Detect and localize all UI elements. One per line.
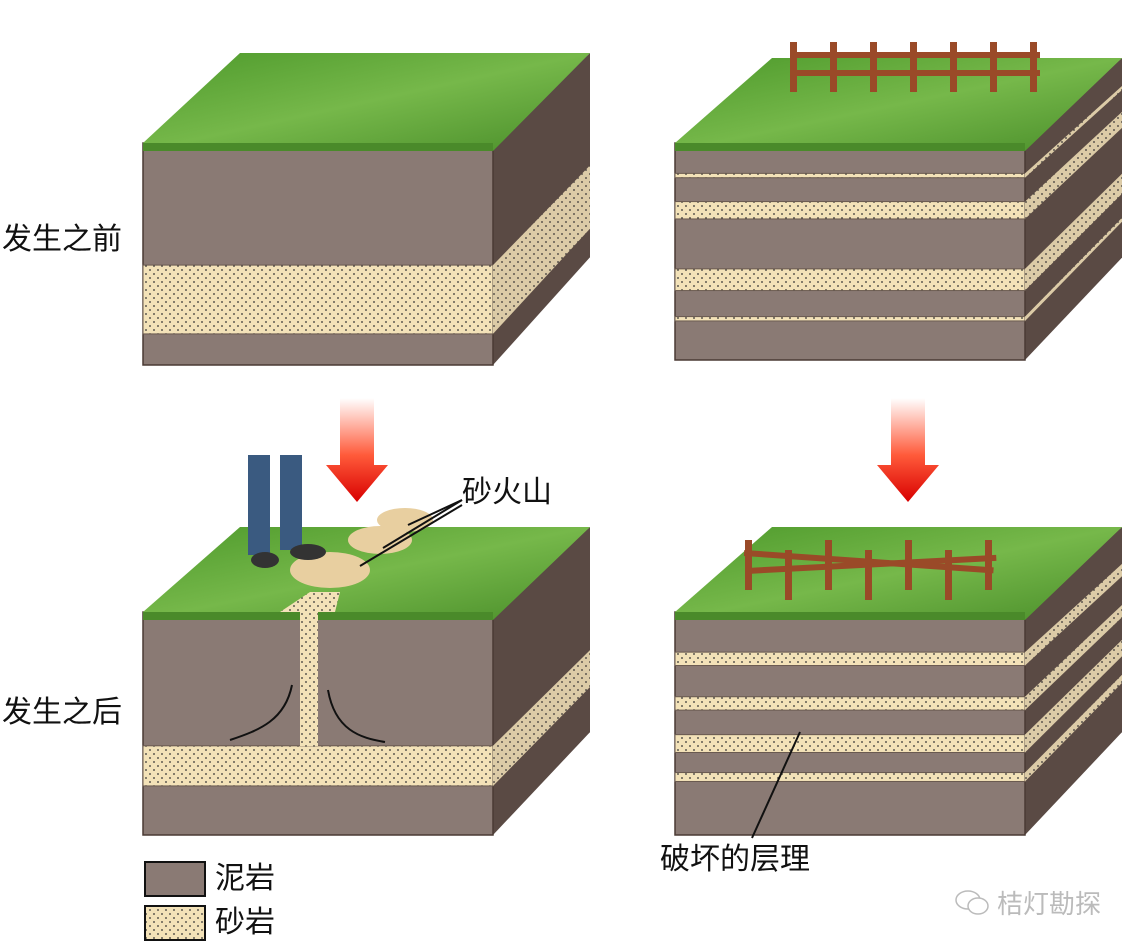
label-before: 发生之前 (2, 222, 122, 257)
fence (790, 42, 1040, 92)
sand-layer-side (493, 165, 590, 334)
block-front-face (674, 142, 1026, 361)
legend-sandstone-label: 砂岩 (215, 905, 275, 940)
fence-post (745, 540, 752, 590)
fence-post (790, 42, 797, 92)
fence-post (910, 42, 917, 92)
legend-mudstone-swatch (144, 861, 206, 897)
watermark-text: 桔灯勘探 (997, 890, 1102, 920)
fence-post (830, 42, 837, 92)
sand-layer (674, 696, 1026, 711)
person-shoe (290, 544, 326, 560)
label-after: 发生之后 (2, 695, 122, 730)
label-disrupted-bedding: 破坏的层理 (660, 842, 810, 877)
sand-layer (142, 264, 494, 335)
grass-edge (675, 612, 1025, 620)
fence-post (870, 42, 877, 92)
grass-edge (143, 143, 493, 151)
grass-top (675, 58, 1122, 151)
block-side-face (1025, 527, 1122, 835)
fence (743, 540, 997, 600)
grass-edge (675, 143, 1025, 151)
block-front-face (674, 611, 1026, 836)
block-side-face (1025, 58, 1122, 360)
block-after-left (142, 455, 590, 836)
fence-post (865, 550, 872, 600)
label-sand-volcano: 砂火山 (462, 475, 552, 510)
sand-dike (280, 592, 340, 746)
sand-layer (142, 745, 494, 787)
sand-layer (674, 734, 1026, 753)
sand-layer-side (1025, 563, 1122, 666)
person-shoe (251, 552, 279, 568)
block-before-left (142, 53, 590, 366)
flow-arrow (327, 689, 386, 743)
wechat-icon (955, 889, 991, 917)
legend-swatches (144, 861, 206, 941)
sand-layer-side (1025, 173, 1122, 291)
person-leg (280, 455, 302, 550)
fence-rail (746, 554, 997, 574)
sand-layer (674, 201, 1026, 220)
fence-rail (790, 70, 1040, 76)
sand-layer-side (1025, 85, 1122, 178)
flow-arrow (229, 684, 293, 741)
block-after-right (674, 527, 1122, 836)
sand-volcano (290, 552, 370, 588)
legend-mudstone-label: 泥岩 (215, 861, 275, 896)
fence-rail (790, 52, 1040, 58)
fence-post (785, 550, 792, 600)
block-before-right (674, 42, 1122, 361)
sand-layer (674, 316, 1026, 322)
sand-layer-side (1025, 217, 1122, 321)
grass-top (143, 53, 590, 151)
sand-layer (674, 268, 1026, 292)
watermark: 桔灯勘探 (955, 884, 1101, 921)
sand-layer-side (1025, 639, 1122, 753)
sand-layer (674, 172, 1026, 179)
sand-layer-side (1025, 604, 1122, 711)
arrow-before-after-left (326, 398, 388, 502)
sand-layer (674, 772, 1026, 782)
person-leg (248, 455, 270, 555)
sand-layer-side (1025, 111, 1122, 219)
legend-sandstone-swatch (144, 905, 206, 941)
sand-layer-side (493, 650, 590, 786)
sand-layer (674, 651, 1026, 667)
fence-post (945, 550, 952, 600)
fence-post (1030, 42, 1037, 92)
pointer-lines (359, 499, 801, 839)
arrow-before-after-right (877, 398, 939, 502)
fence-post (950, 42, 957, 92)
sand-layer-side (1025, 674, 1122, 782)
fence-post (985, 540, 992, 590)
sand-volcano (348, 526, 412, 554)
fence-post (990, 42, 997, 92)
